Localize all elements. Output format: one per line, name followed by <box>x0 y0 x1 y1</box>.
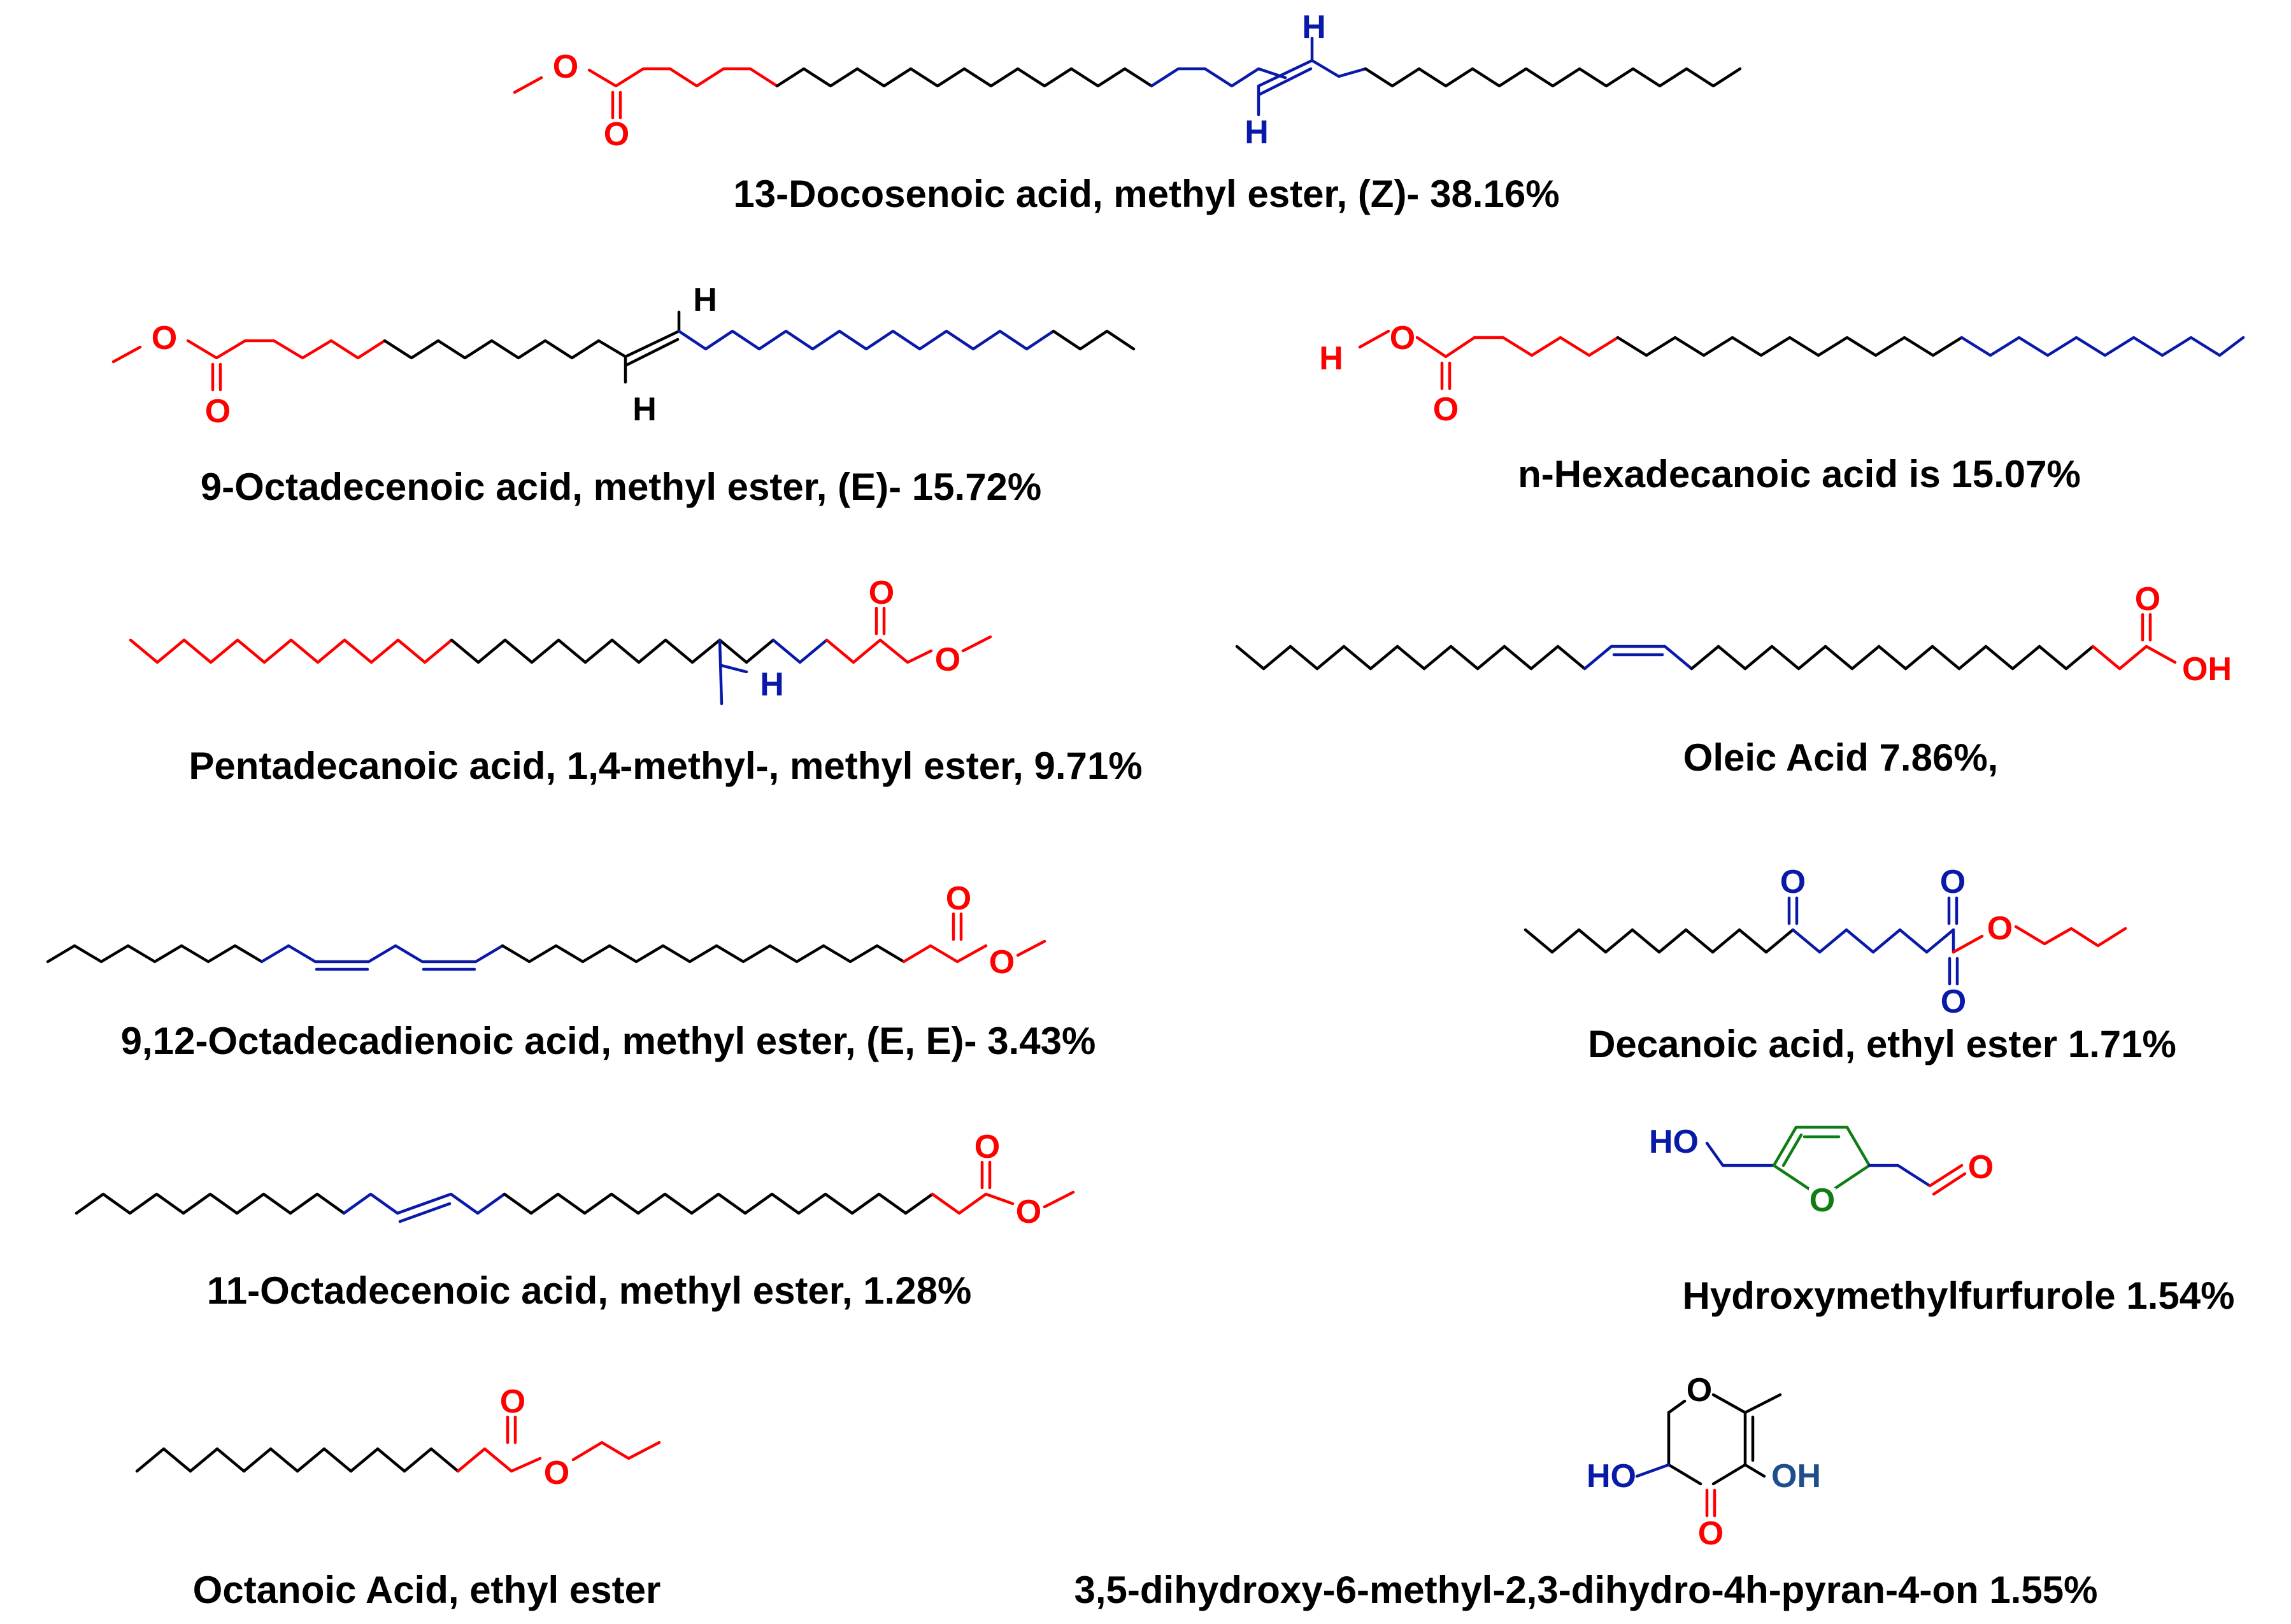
atom-oxygen: O <box>1687 1372 1712 1409</box>
structure-oleic-acid: O OH <box>1235 581 2232 688</box>
ring-oxygen-mask <box>1809 1188 1836 1213</box>
caption-c10: Octanoic Acid, ethyl ester <box>193 1569 661 1611</box>
atom-hydrogen: H <box>693 281 717 318</box>
atom-hydrogen: H <box>1302 9 1326 46</box>
atom-oxygen: O <box>500 1383 525 1420</box>
atom-hydrogen: H <box>1245 114 1269 151</box>
caption-c8: 11-Octadecenoic acid, methyl ester, 1.28… <box>207 1269 972 1312</box>
atom-oxygen: O <box>869 574 894 611</box>
structure-docosenoic-methyl-ester: O O H H <box>513 9 1742 153</box>
atom-oxygen: O <box>1780 864 1806 901</box>
caption-c9: Hydroxymethylfurfurole 1.54% <box>1683 1274 2235 1317</box>
caption-c1: 13-Docosenoic acid, methyl ester, (Z)- 3… <box>733 173 1559 215</box>
atom-hydroxyl: OH <box>2182 651 2232 688</box>
caption-c6: 9,12-Octadecadienoic acid, methyl ester,… <box>121 1020 1096 1062</box>
structure-hexadecanoic-acid: H O O <box>1319 320 2245 428</box>
structure-octadecadienoic-methyl-ester: O O <box>46 880 1046 981</box>
caption-c7: Decanoic acid, ethyl ester 1.71% <box>1588 1023 2176 1065</box>
atom-oxygen: O <box>2135 581 2160 618</box>
structure-hydroxymethylfurfural: HO O O <box>1649 1123 1994 1219</box>
atom-oxygen: O <box>1698 1515 1724 1552</box>
structure-pentadecanoic-methyl-ester: H O O <box>129 574 992 706</box>
atom-oxygen: O <box>205 393 231 430</box>
caption-c11: 3,5-dihydroxy-6-methyl-2,3-dihydro-4h-py… <box>1074 1569 2098 1611</box>
atom-oxygen: O <box>544 1455 569 1492</box>
atom-oxygen: O <box>1390 320 1415 357</box>
structure-dihydroxy-methyl-pyranone: O HO OH O <box>1587 1372 1821 1552</box>
structure-octadecenoic-methyl-ester-e: O O H H <box>111 281 1136 430</box>
caption-c4: Pentadecanoic acid, 1,4-methyl-, methyl … <box>189 744 1142 787</box>
structure-octanoic-ethyl-ester: O O <box>135 1383 661 1492</box>
atom-oxygen: O <box>553 48 578 85</box>
atom-hydroxyl: OH <box>1771 1458 1821 1495</box>
structure-decanoic-ethyl-ester: O O O O <box>1524 864 2127 1020</box>
atom-oxygen: O <box>946 880 971 917</box>
atom-hydroxyl: HO <box>1587 1458 1636 1495</box>
atom-hydrogen: H <box>760 666 784 703</box>
atom-hydrogen: H <box>632 391 657 428</box>
atom-oxygen: O <box>152 320 177 357</box>
atom-hydrogen: H <box>1319 340 1343 377</box>
atom-oxygen: O <box>1433 391 1459 428</box>
caption-c5: Oleic Acid 7.86%, <box>1683 736 1999 779</box>
structure-11-octadecenoic-methyl-ester: O O <box>75 1129 1075 1230</box>
atom-oxygen: O <box>604 116 629 153</box>
atom-oxygen: O <box>974 1129 1000 1165</box>
atom-oxygen: O <box>1016 1193 1041 1230</box>
atom-oxygen: O <box>1968 1149 1994 1186</box>
atom-oxygen: O <box>1987 910 2013 947</box>
atom-hydroxyl: HO <box>1649 1123 1699 1160</box>
caption-c2: 9-Octadecenoic acid, methyl ester, (E)- … <box>201 466 1042 508</box>
atom-oxygen: O <box>1941 983 1966 1020</box>
atom-oxygen: O <box>1809 1182 1835 1219</box>
atom-oxygen: O <box>1940 864 1966 901</box>
atom-oxygen: O <box>935 641 960 678</box>
atom-oxygen: O <box>989 944 1015 981</box>
caption-c3: n-Hexadecanoic acid is 15.07% <box>1518 453 2081 495</box>
